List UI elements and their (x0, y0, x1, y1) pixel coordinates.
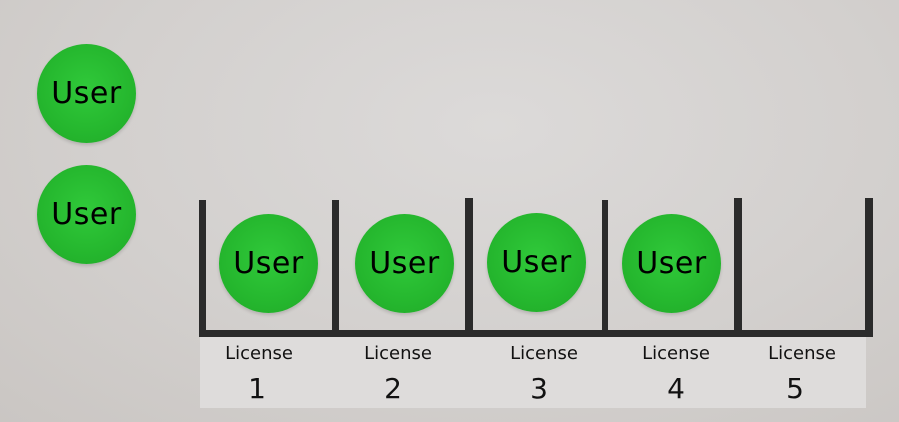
license-number-5: 5 (786, 372, 804, 405)
slot-divider (734, 198, 742, 337)
license-number-1: 1 (248, 372, 266, 405)
slot-user-4: User (622, 214, 721, 313)
waiting-user-1: User (37, 44, 136, 143)
license-number-3: 3 (530, 372, 548, 405)
license-label-1: License (225, 343, 293, 364)
slot-divider (465, 198, 473, 337)
license-number-4: 4 (667, 372, 685, 405)
slot-divider (332, 200, 339, 337)
waiting-user-2: User (37, 165, 136, 264)
slot-user-1: User (219, 214, 318, 313)
user-label: User (369, 246, 440, 281)
license-number-2: 2 (384, 372, 402, 405)
license-label-2: License (364, 343, 432, 364)
license-label-5: License (768, 343, 836, 364)
user-label: User (51, 76, 122, 111)
user-label: User (636, 246, 707, 281)
slot-user-2: User (355, 214, 454, 313)
user-label: User (233, 246, 304, 281)
license-label-band (200, 337, 866, 408)
slot-user-3: User (487, 213, 586, 312)
slot-divider (199, 200, 206, 337)
license-label-4: License (642, 343, 710, 364)
user-label: User (501, 245, 572, 280)
slot-divider (602, 200, 608, 337)
slot-divider (865, 198, 873, 337)
user-label: User (51, 197, 122, 232)
slot-floor (199, 330, 873, 337)
license-label-3: License (510, 343, 578, 364)
